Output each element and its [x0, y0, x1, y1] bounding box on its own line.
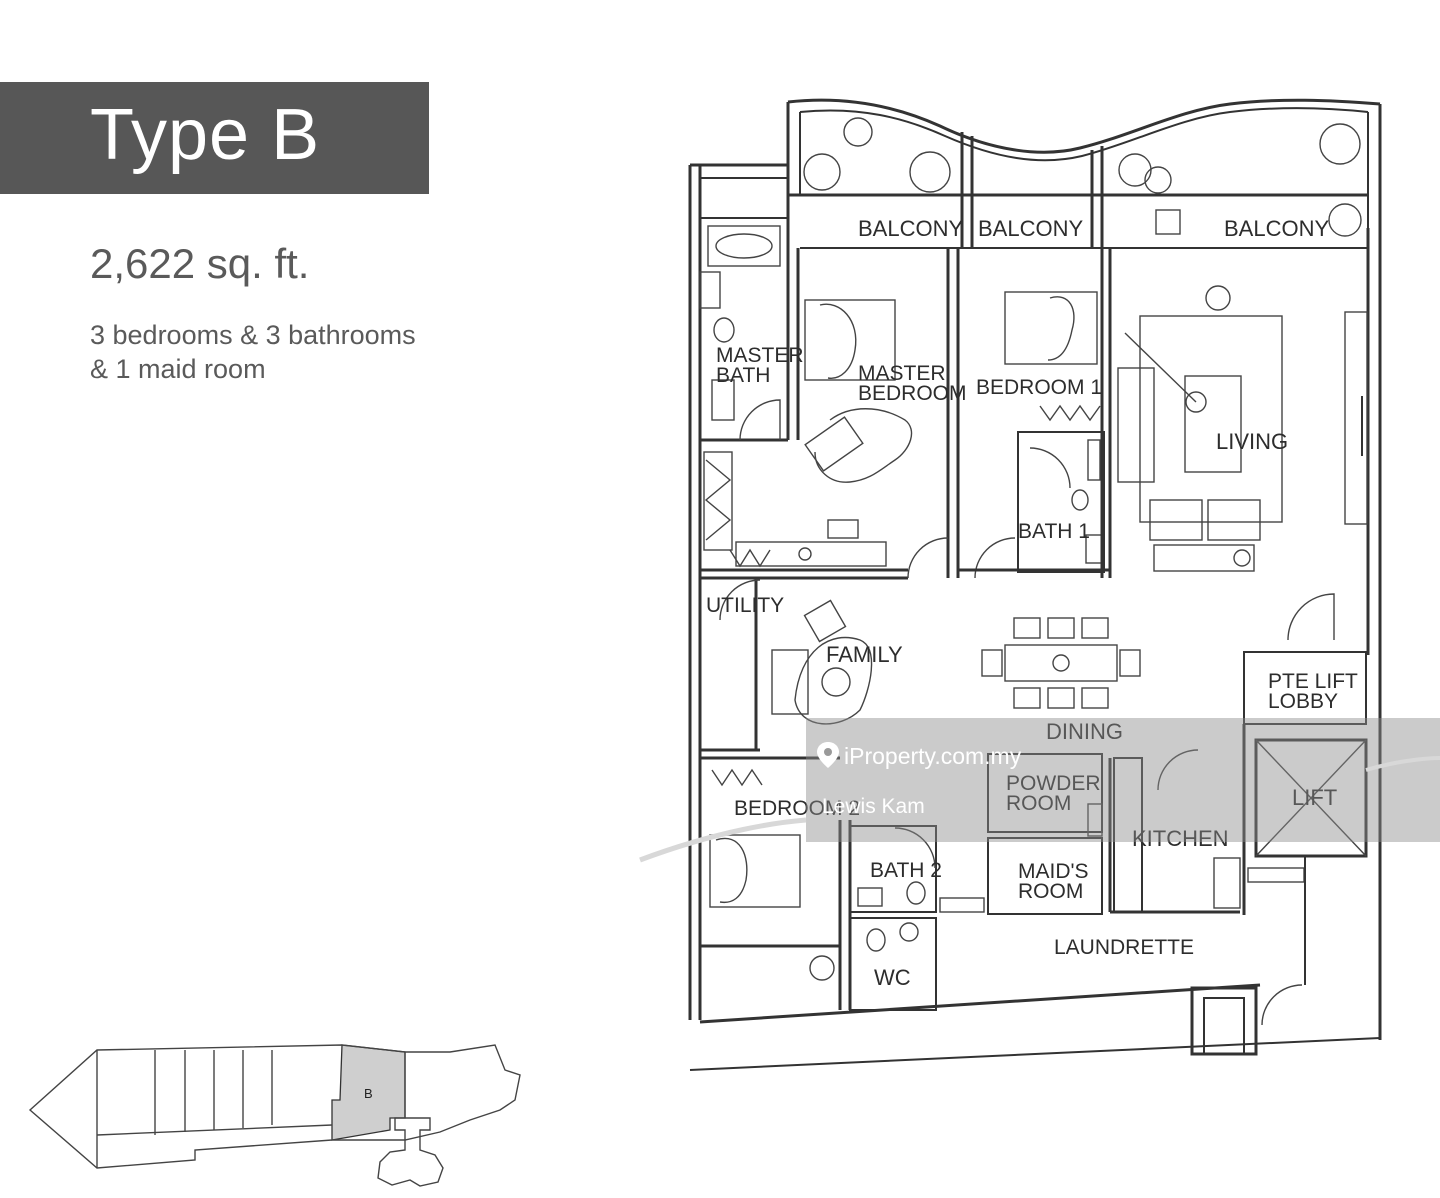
unit-area: 2,622 sq. ft.	[90, 240, 310, 287]
room-label-master-bedroom-1: MASTER	[858, 362, 946, 385]
location-pin-icon	[817, 742, 839, 768]
room-label-bedroom-1: BEDROOM 1	[976, 376, 1102, 399]
room-label-maids-1: MAID'S	[1018, 860, 1089, 883]
room-label-powder-1: POWDER	[1006, 772, 1101, 795]
room-label-family: FAMILY	[826, 642, 903, 667]
room-label-lift: LIFT	[1292, 785, 1337, 810]
room-label-laundrette: LAUNDRETTE	[1054, 936, 1194, 959]
room-label-bath-2: BATH 2	[870, 859, 942, 882]
room-label-balcony-2: BALCONY	[978, 216, 1083, 241]
room-label-utility: UTILITY	[706, 594, 784, 617]
room-label-bath-1: BATH 1	[1018, 520, 1090, 543]
room-label-wc: WC	[874, 965, 911, 990]
type-title: Type B	[90, 95, 321, 175]
watermark: iProperty.com.my Lewis Kam	[639, 718, 1440, 863]
room-label-dining: DINING	[1046, 719, 1123, 744]
unit-description-rooms: 3 bedrooms & 3 bathrooms	[90, 320, 416, 350]
room-label-pte-lift-2: LOBBY	[1268, 690, 1338, 713]
floor-plan: BALCONY BALCONY BALCONY MASTER BATH MAST…	[688, 98, 1382, 1071]
key-plan-unit-label: B	[364, 1086, 373, 1101]
room-label-maids-2: ROOM	[1018, 880, 1083, 903]
room-label-kitchen: KITCHEN	[1132, 826, 1229, 851]
room-label-living: LIVING	[1216, 429, 1288, 454]
room-label-pte-lift-1: PTE LIFT	[1268, 670, 1358, 693]
room-label-balcony-3: BALCONY	[1224, 216, 1329, 241]
room-label-master-bath-1: MASTER	[716, 344, 804, 367]
room-label-master-bath-2: BATH	[716, 364, 770, 387]
type-title-banner: Type B	[0, 82, 429, 194]
key-plan: B	[28, 1044, 521, 1187]
room-label-master-bedroom-2: BEDROOM	[858, 382, 967, 405]
unit-description-maid: & 1 maid room	[90, 354, 266, 384]
room-label-bedroom-2: BEDROOM 2	[734, 797, 860, 820]
watermark-site: iProperty.com.my	[844, 743, 1022, 769]
watermark-agent: Lewis Kam	[822, 795, 925, 818]
room-label-balcony-1: BALCONY	[858, 216, 963, 241]
room-label-powder-2: ROOM	[1006, 792, 1071, 815]
